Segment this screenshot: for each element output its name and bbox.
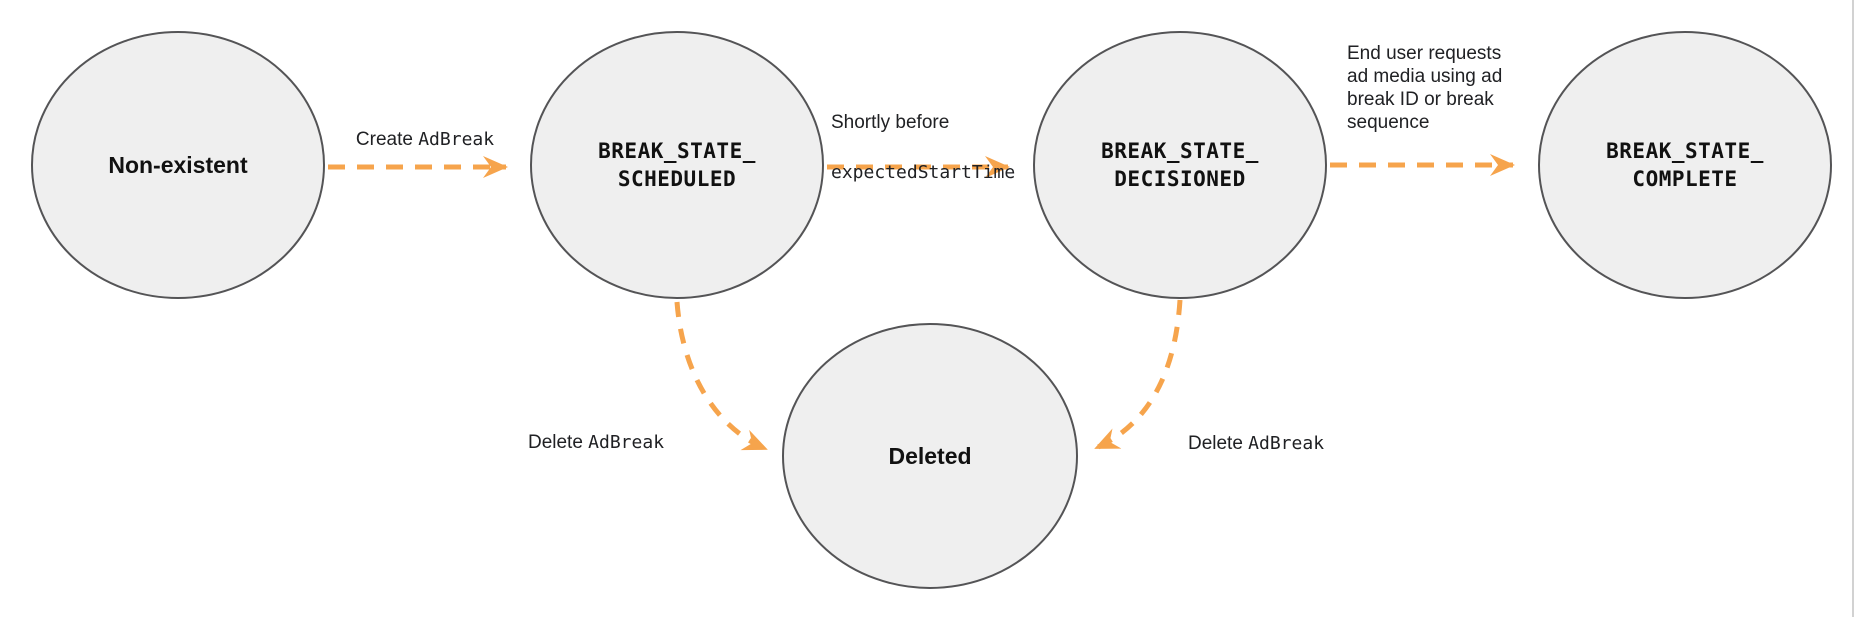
transition-label-create-text: Create bbox=[355, 129, 419, 150]
transition-label-end-user: End user requests ad media using ad brea… bbox=[1347, 43, 1503, 133]
transition-label-delete-left-code: AdBreak bbox=[588, 432, 665, 453]
transition-label-shortly-before: Shortly before expectedStartTime bbox=[831, 85, 1015, 185]
transition-label-delete-right: Delete AdBreak bbox=[1156, 406, 1356, 456]
transition-label-create-adbreak: Create AdBreak bbox=[325, 102, 525, 152]
arrow-delete-from-decisioned bbox=[1094, 299, 1183, 451]
transition-label-shortly-code: expectedStartTime bbox=[831, 162, 1016, 183]
transition-label-shortly-text: Shortly before bbox=[831, 112, 950, 133]
transition-label-delete-left: Delete AdBreak bbox=[496, 405, 696, 455]
transition-label-delete-right-text: Delete bbox=[1187, 433, 1249, 454]
state-node-scheduled bbox=[530, 31, 824, 299]
state-node-decisioned bbox=[1033, 31, 1327, 299]
state-node-non-existent bbox=[31, 31, 325, 299]
content-right-border bbox=[1852, 0, 1854, 617]
transition-label-create-code: AdBreak bbox=[418, 129, 495, 150]
state-node-complete bbox=[1538, 31, 1832, 299]
transition-label-delete-left-text: Delete bbox=[527, 432, 589, 453]
transition-label-delete-right-code: AdBreak bbox=[1248, 433, 1325, 454]
state-node-deleted bbox=[782, 323, 1078, 589]
arrow-delete-from-scheduled bbox=[674, 301, 768, 452]
